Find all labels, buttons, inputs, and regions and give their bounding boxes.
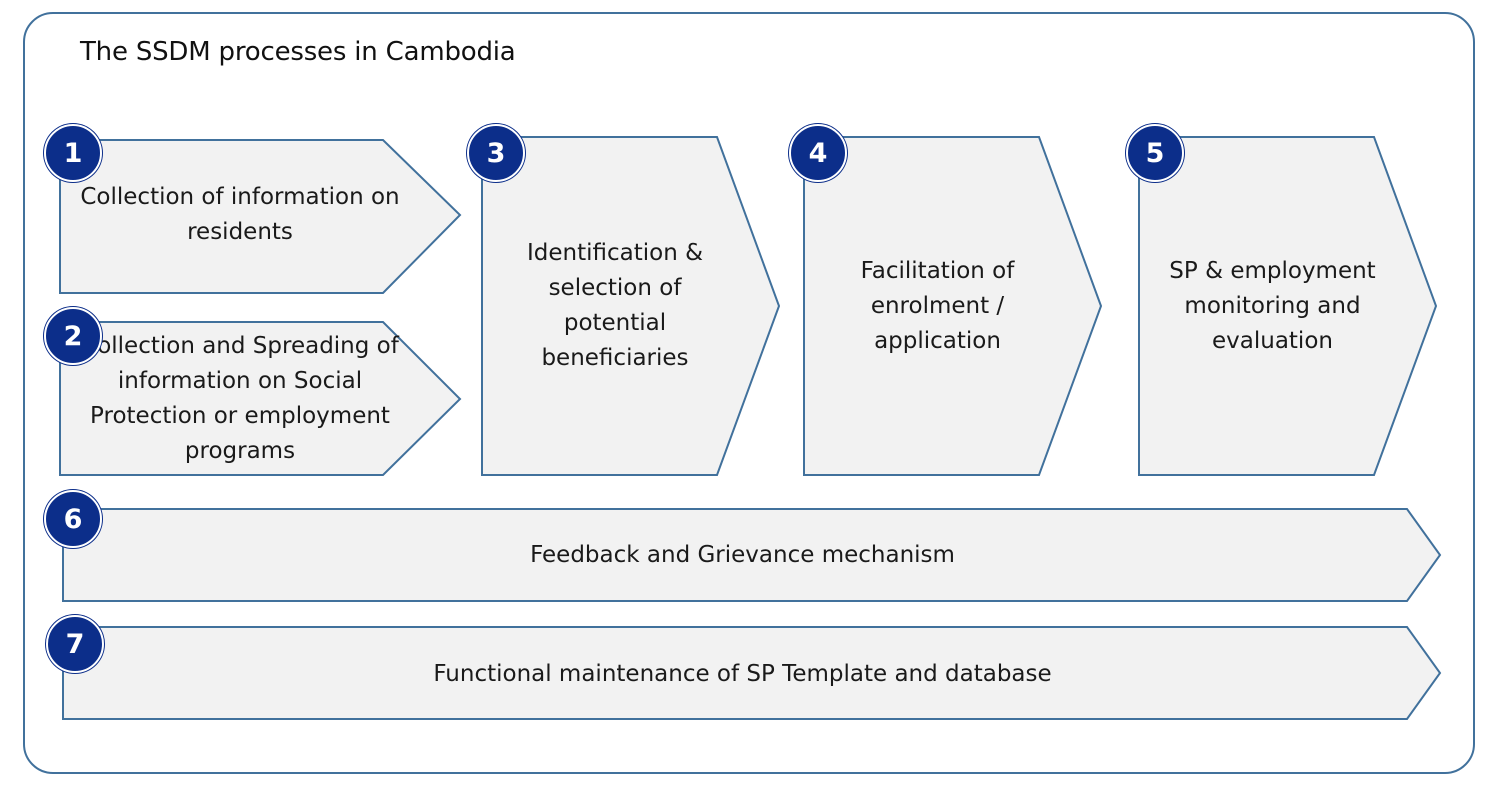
step-1-arrow [59, 139, 462, 294]
step-7-number-badge: 7 [46, 615, 104, 673]
step-1-number-badge: 1 [44, 124, 102, 182]
diagram-title: The SSDM processes in Cambodia [80, 37, 516, 67]
step-5-arrow [1138, 136, 1438, 476]
step-4-number-badge: 4 [789, 124, 847, 182]
step-5-number-badge: 5 [1126, 124, 1184, 182]
step-1-label: Collection of information on residents [80, 184, 400, 245]
step-5-label: SP & employment monitoring and evaluatio… [1169, 258, 1376, 354]
step-2-arrow [59, 321, 462, 476]
diagram-frame [23, 12, 1475, 774]
step-4-label: Facilitation of enrolment / application [860, 258, 1015, 354]
step-2-number-badge: 2 [44, 307, 102, 365]
step-3-number-badge: 3 [467, 124, 525, 182]
step-2-label: Collection and Spreading of information … [81, 333, 399, 464]
step-6-label: Feedback and Grievance mechanism [530, 541, 955, 568]
step-6-number-badge: 6 [44, 490, 102, 548]
step-3-label: Identification & selection of potential … [526, 240, 704, 371]
step-7-arrow [62, 626, 1442, 720]
step-4-arrow [803, 136, 1103, 476]
step-3-arrow [481, 136, 781, 476]
step-7-label: Functional maintenance of SP Template an… [433, 660, 1052, 687]
step-6-arrow [62, 508, 1442, 602]
